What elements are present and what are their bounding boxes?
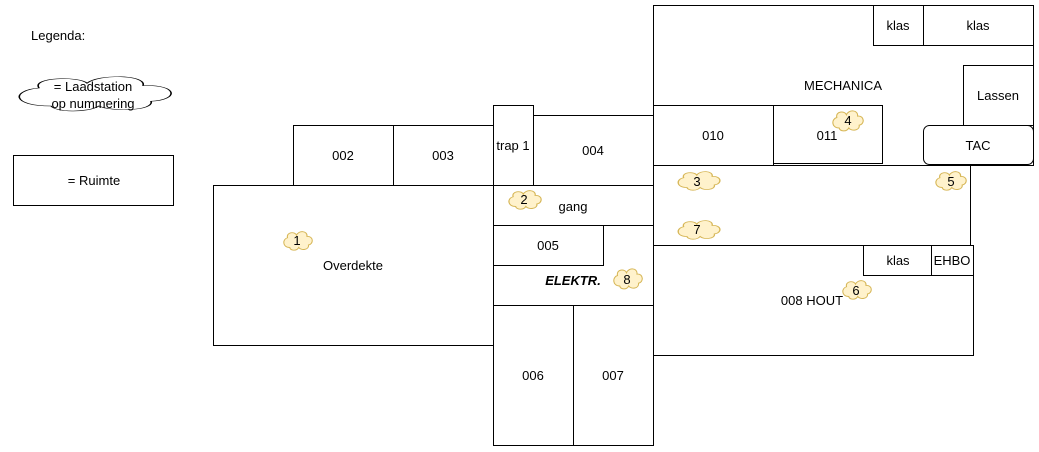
charging-station-8: 8: [614, 269, 642, 289]
svg-text:002: 002: [332, 148, 354, 163]
room-overdekte: Overdekte: [213, 185, 494, 346]
charging-station-4: 4: [833, 111, 863, 131]
svg-text:007: 007: [602, 368, 624, 383]
legend-cloud: = Laadstation op nummering: [19, 77, 171, 111]
legend-room: = Ruimte: [13, 155, 174, 206]
room-004: 004: [533, 115, 654, 186]
room-005: 005: [493, 225, 604, 266]
svg-text:005: 005: [537, 238, 559, 253]
room-klas-top-2: klas: [923, 5, 1034, 46]
room-010: 010: [653, 105, 774, 166]
charging-station-6: 6: [843, 281, 871, 300]
svg-text:003: 003: [432, 148, 454, 163]
room-klas-hout: klas: [863, 245, 932, 276]
room-lassen: Lassen: [963, 65, 1034, 126]
charging-station-5: 5: [936, 172, 966, 191]
svg-text:6: 6: [852, 283, 859, 298]
legend-title: Legenda:: [31, 28, 85, 43]
legend-room-label: = Ruimte: [68, 173, 120, 188]
svg-text:EHBO: EHBO: [934, 253, 971, 268]
svg-text:4: 4: [844, 113, 851, 128]
svg-text:5: 5: [947, 174, 954, 189]
charging-station-2: 2: [509, 191, 541, 210]
svg-text:gang: gang: [559, 199, 588, 214]
svg-text:klas: klas: [886, 253, 910, 268]
legend-cloud-line1: = Laadstation: [54, 79, 132, 94]
room-trap-1: trap 1: [493, 105, 534, 186]
svg-text:004: 004: [582, 143, 604, 158]
svg-text:8: 8: [623, 272, 630, 287]
room-007: 007: [573, 305, 654, 446]
svg-text:ELEKTR.: ELEKTR.: [545, 273, 601, 288]
svg-text:011: 011: [817, 128, 838, 143]
room-klas-top-1: klas: [873, 5, 924, 46]
svg-text:2: 2: [520, 192, 527, 207]
svg-text:TAC: TAC: [965, 138, 990, 153]
charging-station-3: 3: [678, 172, 720, 191]
room-006: 006: [493, 305, 574, 446]
room-ehbo: EHBO: [931, 245, 974, 276]
room-tac: TAC: [923, 125, 1034, 165]
room-011: 011: [773, 105, 883, 164]
room-003: 003: [393, 125, 494, 186]
svg-text:klas: klas: [886, 18, 910, 33]
charging-station-1: 1: [284, 232, 312, 251]
svg-text:010: 010: [702, 128, 724, 143]
room-002: 002: [293, 125, 394, 186]
svg-text:3: 3: [693, 174, 700, 189]
svg-text:006: 006: [522, 368, 544, 383]
svg-text:008 HOUT: 008 HOUT: [781, 293, 843, 308]
svg-text:Lassen: Lassen: [977, 88, 1019, 103]
charging-station-7: 7: [678, 221, 720, 240]
svg-text:Overdekte: Overdekte: [323, 258, 383, 273]
legend-cloud-line2: op nummering: [51, 96, 134, 111]
svg-text:1: 1: [293, 233, 300, 248]
svg-text:trap 1: trap 1: [496, 138, 529, 153]
svg-text:7: 7: [693, 222, 700, 237]
svg-text:klas: klas: [966, 18, 990, 33]
svg-text:MECHANICA: MECHANICA: [804, 78, 882, 93]
